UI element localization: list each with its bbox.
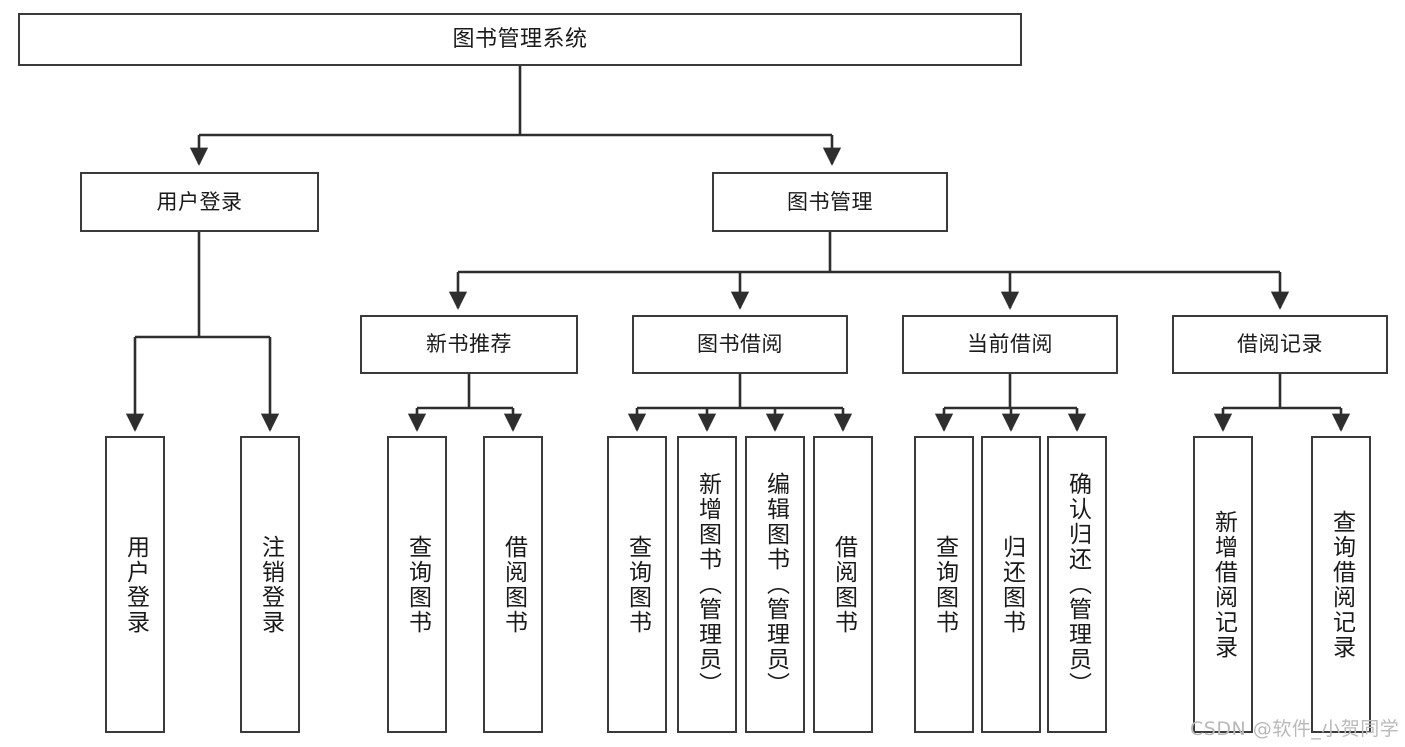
node-label: 新书推荐: [426, 332, 512, 357]
node-label: 查询图书: [624, 534, 651, 635]
node-label: 归还图书: [998, 534, 1025, 635]
node-label: 查询借阅记录: [1328, 509, 1355, 660]
node-leaf-query-book-1[interactable]: 查询图书: [387, 436, 447, 733]
node-label: 查询图书: [931, 534, 958, 635]
node-label: 新增图书（管理员）: [694, 472, 721, 697]
node-leaf-confirm-return[interactable]: 确认归还（管理员）: [1047, 436, 1107, 733]
node-label: 查询图书: [404, 534, 431, 635]
node-label: 编辑图书（管理员）: [762, 472, 789, 697]
node-leaf-borrow-book-1[interactable]: 借阅图书: [483, 436, 543, 733]
node-leaf-add-record[interactable]: 新增借阅记录: [1193, 436, 1253, 733]
node-leaf-query-book-3[interactable]: 查询图书: [914, 436, 974, 733]
node-leaf-logout-login[interactable]: 注销登录: [240, 436, 300, 733]
node-label: 图书借阅: [697, 332, 783, 357]
node-leaf-user-login[interactable]: 用户登录: [105, 436, 165, 733]
node-leaf-return-book[interactable]: 归还图书: [981, 436, 1041, 733]
node-leaf-edit-book[interactable]: 编辑图书（管理员）: [745, 436, 805, 733]
node-new-book-recommend[interactable]: 新书推荐: [360, 315, 578, 374]
node-leaf-add-book[interactable]: 新增图书（管理员）: [677, 436, 737, 733]
node-label: 新增借阅记录: [1210, 509, 1237, 660]
node-root-book-management-system[interactable]: 图书管理系统: [18, 13, 1022, 66]
node-label: 借阅记录: [1237, 332, 1323, 357]
node-label: 图书管理: [787, 189, 873, 214]
node-leaf-query-book-2[interactable]: 查询图书: [607, 436, 667, 733]
node-label: 图书管理系统: [452, 26, 588, 52]
node-leaf-query-record[interactable]: 查询借阅记录: [1311, 436, 1371, 733]
node-book-borrow[interactable]: 图书借阅: [632, 315, 848, 374]
node-label: 确认归还（管理员）: [1064, 472, 1091, 697]
node-book-management[interactable]: 图书管理: [712, 172, 948, 232]
node-label: 注销登录: [257, 534, 284, 635]
node-label: 借阅图书: [830, 534, 857, 635]
node-user-login[interactable]: 用户登录: [80, 172, 319, 232]
node-label: 当前借阅: [967, 332, 1053, 357]
node-leaf-borrow-book-2[interactable]: 借阅图书: [813, 436, 873, 733]
node-borrow-record[interactable]: 借阅记录: [1172, 315, 1388, 374]
node-label: 用户登录: [156, 189, 243, 214]
node-label: 借阅图书: [500, 534, 527, 635]
watermark-text: CSDN @软件_小贺同学: [1190, 718, 1400, 740]
node-current-borrow[interactable]: 当前借阅: [902, 315, 1118, 374]
node-label: 用户登录: [122, 534, 149, 635]
